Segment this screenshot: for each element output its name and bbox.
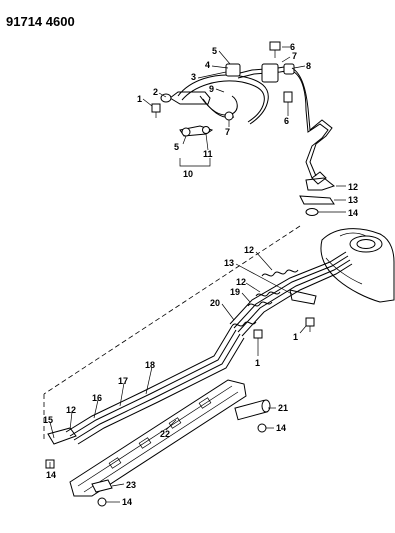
callout-14: 14 (348, 208, 358, 218)
callout-12: 12 (244, 245, 254, 255)
callout-22: 22 (160, 429, 170, 439)
washer-14-bottom (97, 497, 107, 507)
fuel-tank-outline (320, 228, 395, 303)
callout-1: 1 (255, 358, 260, 368)
right-bracket-group (299, 171, 336, 216)
leader-lines (49, 46, 346, 503)
callout-5: 5 (212, 46, 217, 56)
callout-labels: 1 2 3 4 5 5 6 6 7 7 8 9 10 11 12 13 14 1… (43, 42, 358, 507)
callout-5: 5 (174, 142, 179, 152)
callout-15: 15 (43, 415, 53, 425)
upper-valve-assembly (151, 41, 333, 179)
callout-13: 13 (348, 195, 358, 205)
skid-plate-22 (69, 379, 247, 497)
washer-14-right (257, 423, 267, 433)
callout-10: 10 (183, 169, 193, 179)
callout-13: 13 (224, 258, 234, 268)
callout-14: 14 (46, 470, 56, 480)
reference-dashed-line (43, 225, 301, 395)
callout-9: 9 (209, 84, 214, 94)
callout-16: 16 (92, 393, 102, 403)
callout-12: 12 (66, 405, 76, 415)
callout-11: 11 (203, 149, 213, 159)
bracket-23 (91, 479, 113, 493)
callout-6: 6 (290, 42, 295, 52)
callout-1: 1 (293, 332, 298, 342)
callout-23: 23 (126, 480, 136, 490)
long-brake-lines (47, 325, 245, 445)
callout-14: 14 (122, 497, 132, 507)
callout-6: 6 (284, 116, 289, 126)
middle-line-bundle (229, 251, 353, 344)
callout-21: 21 (278, 403, 288, 413)
catalog-number: 91714 4600 (6, 14, 75, 29)
part-21-sleeve (234, 399, 271, 421)
callout-7: 7 (292, 51, 297, 61)
callout-7: 7 (225, 127, 230, 137)
callout-4: 4 (205, 60, 210, 70)
callout-20: 20 (210, 298, 220, 308)
callout-14: 14 (276, 423, 286, 433)
callout-18: 18 (145, 360, 155, 370)
callout-3: 3 (191, 72, 196, 82)
callout-17: 17 (118, 376, 128, 386)
callout-1: 1 (137, 94, 142, 104)
callout-2: 2 (153, 87, 158, 97)
callout-8: 8 (306, 61, 311, 71)
callout-12: 12 (236, 277, 246, 287)
callout-12: 12 (348, 182, 358, 192)
callout-19: 19 (230, 287, 240, 297)
